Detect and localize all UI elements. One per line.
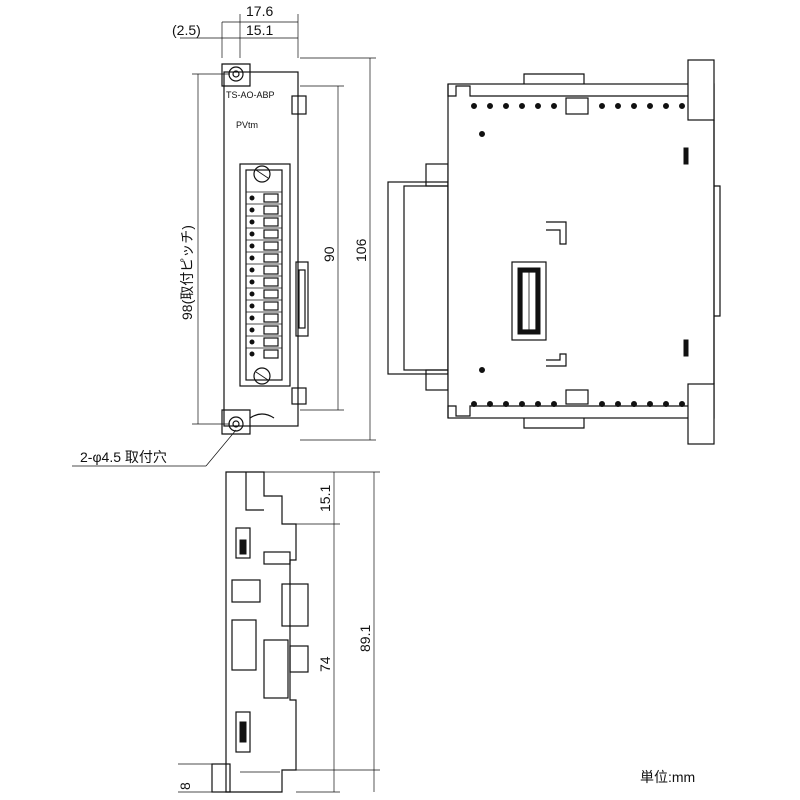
unit-note: 単位:mm	[640, 769, 695, 785]
dim-bottom-total: 89.1	[357, 625, 373, 652]
dim-total-width: 17.6	[246, 3, 273, 19]
dim-terminal-height: 90	[321, 246, 337, 262]
model-label: TS-AO-ABP	[226, 90, 275, 100]
dim-mount-pitch: 98(取付ピッチ)	[179, 225, 195, 320]
bottom-view: 15.1 74 89.1 8	[177, 471, 380, 793]
dim-bottom-top: 15.1	[317, 485, 333, 512]
dim-offset: (2.5)	[172, 22, 201, 38]
hole-note: 2-φ4.5 取付穴	[80, 449, 167, 465]
dim-bottom-depth: 74	[317, 656, 333, 672]
front-view: 17.6 (2.5) 15.1 TS-AO-ABP PVtm	[72, 3, 376, 467]
dim-body-width: 15.1	[246, 22, 273, 38]
terminal-screws	[246, 191, 282, 359]
dim-foot: 8	[177, 782, 193, 790]
dim-total-height: 106	[353, 238, 369, 262]
sub-label: PVtm	[236, 120, 258, 130]
side-view	[387, 59, 721, 445]
